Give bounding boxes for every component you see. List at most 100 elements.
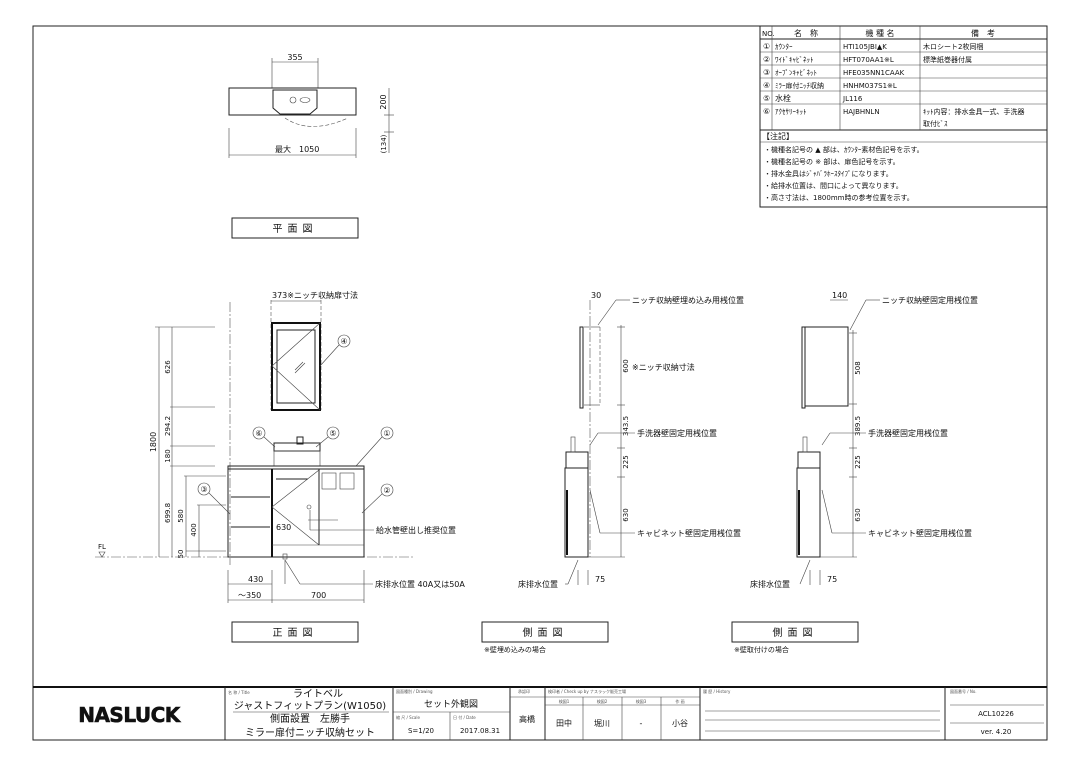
parts-row-1: ① ｶｳﾝﾀｰ HTI105JBI▲K 木ロシート2枚同梱 (763, 42, 983, 51)
callouts: ⑥ ⑤ ① ④ ② ③ (197, 334, 394, 515)
title-line-3: 側面設置 左勝手 (270, 712, 350, 725)
dim-350: ～350 (238, 591, 261, 600)
row-model: HFE035NN1CAAK (843, 69, 905, 77)
row-no: ① (763, 42, 770, 51)
dim-294: 294.2 (164, 416, 172, 436)
row-model: JL116 (842, 95, 863, 103)
row-model: HFT070AA1※L (843, 56, 894, 64)
dim-200: 200 (379, 94, 388, 109)
cabinet (227, 468, 365, 558)
dim-430: 430 (248, 575, 263, 584)
note-niche-batten-2: ニッチ収納壁固定用桟位置 (882, 295, 978, 305)
row-model: HTI105JBI▲K (843, 43, 887, 51)
row-name: ﾜｲﾄﾞｷｬﾋﾞﾈｯﾄ (775, 56, 814, 64)
callout-5: ⑤ (329, 429, 336, 438)
note-cabinet-batten: キャビネット壁固定用桟位置 (637, 528, 741, 538)
dim-75: 75 (595, 575, 605, 584)
check-head-2: 検図2 (597, 698, 608, 704)
row-name: ｶｳﾝﾀｰ (775, 43, 793, 51)
drawn-caption: 承認印 (518, 688, 530, 694)
note-niche-batten: ニッチ収納壁埋め込み用桟位置 (632, 295, 744, 305)
note-floor-drain-side: 床排水位置 (518, 579, 558, 589)
check-name-2: 堀川 (594, 719, 610, 728)
no-caption: 図面番号 / No. (950, 688, 977, 694)
date-caption: 日 付 / Date (453, 714, 476, 720)
sheet-border (32, 25, 1048, 741)
callout-6: ⑥ (255, 429, 262, 438)
note-2: ・機種名記号の ※ 部は、扉色記号を示す。 (764, 157, 900, 166)
dim-134: (134) (380, 134, 388, 153)
dim-225: 225 (622, 455, 630, 468)
note-3: ・排水金具はｼﾞｬﾊﾞﾗﾎｰｽﾀｲﾌﾟになります。 (764, 169, 893, 178)
callout-2: ② (383, 486, 390, 495)
faucet-icon (299, 97, 311, 103)
dim-343: 343.5 (622, 416, 630, 436)
note-water-pipe: 給水管壁出し推奨位置 (376, 525, 456, 535)
dim-630-side: 630 (622, 508, 630, 521)
check-head-1: 検図1 (559, 698, 570, 704)
side-view-1-label: 側面図 (523, 626, 568, 639)
faucet (296, 436, 304, 445)
drawn-by: 高橋 (519, 714, 535, 724)
dim-630: 630 (276, 523, 291, 532)
title-block: NASLUCK 名 称 / Title ライトベル ジャストフィットプラン(W1… (33, 686, 1047, 740)
side-view-2-label: 側面図 (773, 626, 818, 639)
drawing-type: セット外観図 (424, 698, 478, 710)
dim-180: 180 (164, 449, 172, 462)
note-floor-drain: 床排水位置 40A又は50A (375, 579, 465, 589)
date-value: 2017.08.31 (460, 727, 500, 735)
dim-700: 700 (311, 591, 326, 600)
side-cabinet (564, 467, 589, 558)
check-name-3: - (640, 719, 643, 728)
plan-view-label: 平面図 (273, 223, 318, 235)
row-no: ② (763, 55, 770, 64)
dim-508: 508 (854, 361, 862, 374)
title-line-1: ライトベル (293, 688, 343, 700)
row-model: HAJBHNLN (843, 108, 880, 116)
header-note: 備 考 (971, 28, 995, 38)
check-name-1: 田中 (556, 718, 572, 728)
drawing-caption: 図面種別 / Drawing (396, 688, 433, 694)
scale-value: S=1/20 (408, 727, 434, 735)
fl-label: FL (98, 543, 106, 551)
note-basin-batten-2: 手洗器壁固定用桟位置 (868, 428, 948, 438)
note-5: ・高さ寸法は、1800mm時の参考位置を示す。 (764, 193, 914, 202)
drawing-version: ver. 4.20 (981, 728, 1012, 736)
dim-225-2: 225 (854, 455, 862, 468)
side-view-1-caption: ※壁埋め込みの場合 (484, 645, 546, 654)
row-note: 木ロシート2枚同梱 (923, 42, 983, 51)
note-4: ・給排水位置は、間口によって異なります。 (764, 181, 903, 190)
row-note: ｷｯﾄ内容：排水金具一式、手洗器 (923, 107, 1025, 116)
counter-top (228, 87, 357, 116)
callout-4: ④ (340, 337, 347, 346)
sink-bowl (272, 89, 318, 115)
dim-1800: 1800 (149, 432, 158, 452)
row-no: ④ (763, 81, 770, 90)
dim-355: 355 (287, 53, 302, 62)
note-basin-batten: 手洗器壁固定用桟位置 (637, 428, 717, 438)
row-no: ⑥ (763, 107, 770, 116)
row-name: ｱｸｾｻﾘｰｷｯﾄ (775, 108, 807, 116)
header-no: NO. (762, 30, 775, 38)
niche-box (804, 326, 849, 407)
row-no: ⑤ (763, 94, 770, 103)
title-line-4: ミラー扉付ニッチ収納セット (245, 726, 375, 739)
dim-630-2: 630 (854, 508, 862, 521)
check-head-3: 検図3 (636, 698, 647, 704)
note-niche-size: ※ニッチ収納寸法 (632, 362, 695, 372)
drawing-number: ACL10226 (978, 710, 1014, 718)
side-view-embedded: 30 600 343.5 225 630 ※ニッチ収納寸法 ニッチ収納壁埋め込み… (481, 291, 744, 654)
title-caption: 名 称 / Title (228, 689, 250, 695)
dim-1050: 最大 1050 (275, 144, 319, 154)
plan-view: 355 最大 1050 200 (134) 平面図 (228, 53, 394, 239)
callout-1: ① (383, 429, 390, 438)
dim-626: 626 (164, 360, 172, 374)
scale-caption: 縮 尺 / Scale (396, 714, 420, 720)
check-name-4: 小谷 (672, 719, 688, 728)
front-view: 373※ニッチ収納扉寸法 1800 626 294.2 180 699.8 58… (95, 290, 465, 643)
